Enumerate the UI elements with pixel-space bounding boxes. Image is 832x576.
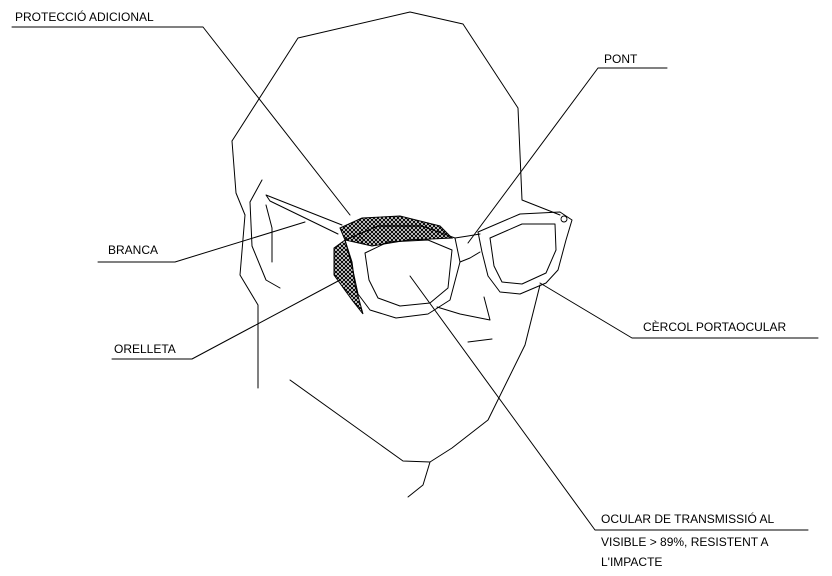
labels: PROTECCIÓ ADICIONAL PONT BRANCA ORELLETA… bbox=[15, 9, 786, 569]
right-hinge-rivet bbox=[561, 216, 567, 222]
mouth-line bbox=[468, 339, 492, 342]
label-ocular-line3: L'IMPACTE bbox=[601, 555, 662, 569]
nose-line bbox=[437, 297, 490, 320]
label-proteccio-adicional: PROTECCIÓ ADICIONAL bbox=[15, 9, 154, 24]
label-ocular-line2: VISIBLE > 89%, RESISTENT A bbox=[601, 535, 769, 549]
label-branca: BRANCA bbox=[108, 243, 158, 257]
chin-neck-line bbox=[408, 462, 430, 497]
label-pont: PONT bbox=[604, 52, 638, 66]
label-ocular-line1: OCULAR DE TRANSMISSIÓ AL bbox=[601, 511, 774, 526]
cheek-jaw-outline bbox=[290, 285, 540, 462]
label-orelleta: ORELLETA bbox=[114, 342, 176, 356]
forehead-side-outline bbox=[232, 141, 245, 215]
leader-proteccio-adicional bbox=[12, 27, 350, 215]
leader-ocular bbox=[410, 276, 808, 530]
safety-glasses bbox=[266, 195, 572, 318]
leader-lines bbox=[12, 27, 818, 530]
head-outline bbox=[232, 12, 560, 497]
right-lens bbox=[490, 224, 556, 284]
left-lens bbox=[365, 240, 452, 306]
temple-arm bbox=[266, 195, 342, 234]
label-cercol-portaocular: CÈRCOL PORTAOCULAR bbox=[643, 319, 786, 334]
